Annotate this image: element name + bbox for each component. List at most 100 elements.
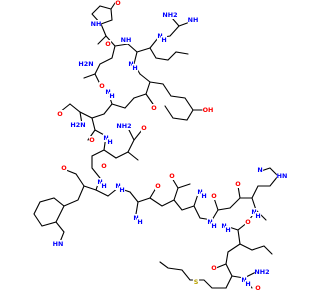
atom-label-bg <box>114 0 122 7</box>
atom-label-bg <box>150 104 158 112</box>
atom-label-bg <box>202 106 214 114</box>
bond-11 <box>149 37 159 49</box>
bond-40 <box>95 189 109 197</box>
atom-label-bg <box>104 88 112 96</box>
atom-label-bg <box>56 110 64 118</box>
bond-69 <box>225 263 233 277</box>
atom-label-bg <box>88 136 96 144</box>
bond-50 <box>149 187 179 207</box>
atom-label-h: H <box>109 92 114 100</box>
atom-label-n: N <box>133 214 138 222</box>
atom-label-bg <box>70 121 86 129</box>
atom-label-h: H <box>211 222 216 230</box>
atom-label-nh2: NH2 <box>116 122 131 130</box>
atom-label-nh: NH <box>188 16 199 24</box>
atom-label-bg <box>187 16 199 24</box>
bond-1 <box>110 2 116 10</box>
bond-23 <box>145 93 154 105</box>
bond-67 <box>239 243 273 255</box>
bond-28 <box>69 103 105 119</box>
atom-label-bg <box>206 218 214 226</box>
atom-label-o: O <box>211 192 217 200</box>
bond-71 <box>225 275 233 289</box>
atom-label-bg <box>210 264 218 272</box>
bond-12 <box>149 47 189 61</box>
atom-label-bg <box>160 36 168 44</box>
atom-label-n: N <box>103 134 108 142</box>
bond-layer <box>33 2 279 289</box>
atom-label-n: N <box>221 222 226 230</box>
atom-label-oh: OH <box>203 106 214 114</box>
bond-72 <box>159 261 227 289</box>
atom-label-bg <box>104 40 112 48</box>
bond-43 <box>33 185 85 227</box>
atom-label-bg <box>220 222 228 230</box>
atom-label-o: O <box>99 82 105 90</box>
atom-label-bg <box>254 284 262 292</box>
bond-58 <box>229 197 253 209</box>
atom-label-o: O <box>151 104 157 112</box>
bond-6 <box>83 73 96 79</box>
atom-label-bg <box>116 122 132 130</box>
atom-label-n: N <box>105 88 110 96</box>
bond-10 <box>136 47 151 53</box>
atom-label-bg <box>140 124 148 132</box>
atom-label-bg <box>96 178 104 186</box>
atom-label-bg <box>244 218 252 226</box>
atom-label-o: O <box>255 284 261 292</box>
atom-label-o: O <box>57 110 63 118</box>
atom-label-bg <box>127 60 135 68</box>
atom-label-h: H <box>101 182 106 190</box>
atom-label-bg <box>114 182 122 190</box>
atom-label-bg <box>106 138 114 146</box>
atom-label-o: O <box>89 136 95 144</box>
atom-label-bg <box>100 162 108 170</box>
bond-49 <box>135 201 139 215</box>
bond-25 <box>111 103 126 109</box>
atom-label-bg <box>254 212 262 220</box>
atom-label-h: H <box>161 36 166 44</box>
atom-label-h: H <box>137 218 142 226</box>
atom-label-bg <box>120 36 132 44</box>
atom-label-n: N <box>257 166 262 174</box>
bond-41 <box>83 185 97 191</box>
atom-label-bg <box>52 240 64 248</box>
atom-label-bg <box>240 276 248 284</box>
atom-label-o: O <box>105 40 111 48</box>
atom-label-bg <box>102 134 110 142</box>
bond-35 <box>91 149 105 179</box>
atom-label-bg <box>90 20 102 28</box>
atom-label-bg <box>60 164 68 172</box>
bond-5 <box>94 45 116 75</box>
bond-68 <box>215 263 227 269</box>
atom-label-o: O <box>245 218 251 226</box>
bond-2 <box>100 23 107 37</box>
bond-60 <box>251 167 279 199</box>
bond-9 <box>127 43 138 53</box>
atom-label-n: N <box>128 60 133 68</box>
atom-label-bg <box>132 214 140 222</box>
atom-label-bg <box>196 188 204 196</box>
atom-label-n: N <box>207 218 212 226</box>
atom-label-bg <box>162 11 178 19</box>
atom-label-bg <box>154 182 162 190</box>
bond-19 <box>149 81 194 121</box>
atom-label-h: H <box>132 64 137 72</box>
atom-label-n: N <box>157 32 162 40</box>
atom-label-o: O <box>155 182 161 190</box>
atom-label-h: H <box>245 280 250 288</box>
bond-56 <box>211 207 231 221</box>
atom-label-bg <box>254 268 270 276</box>
atom-label-s: S <box>194 278 199 286</box>
atom-label-bg <box>108 92 116 100</box>
atom-label-o: O <box>61 164 67 172</box>
bond-22 <box>133 93 147 99</box>
atom-label-bg <box>131 64 139 72</box>
atom-label-bg <box>98 82 106 90</box>
atom-label-nh2: NH2 <box>162 11 177 19</box>
atom-label-hn: HN <box>277 172 288 180</box>
atom-label-bg <box>192 278 200 286</box>
bond-46 <box>129 191 139 203</box>
